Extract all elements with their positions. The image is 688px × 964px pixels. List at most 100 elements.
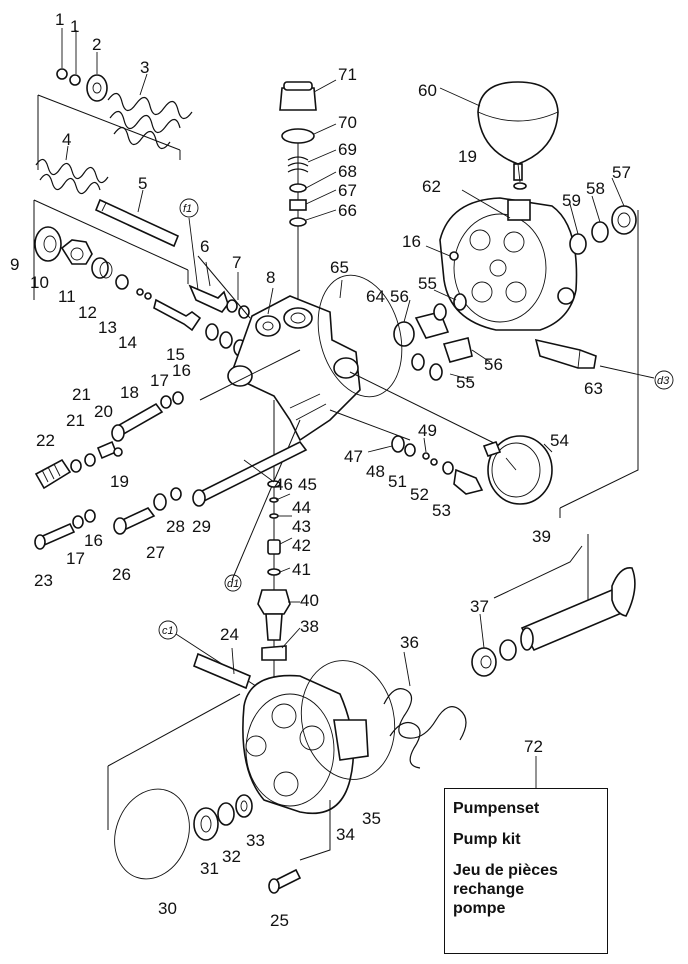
callout-17a: 17 — [150, 371, 169, 390]
callout-17b: 17 — [66, 549, 85, 568]
callout-57: 57 — [612, 163, 631, 182]
part-rod-5 — [94, 189, 180, 248]
part-spring-4 — [35, 145, 109, 195]
callout-23: 23 — [34, 571, 53, 590]
ref-d3: d3 — [657, 375, 670, 387]
part-ref-d1 — [224, 574, 242, 592]
callout-30: 30 — [158, 899, 177, 918]
part-seal-21 — [70, 453, 96, 473]
part-oring-19b — [513, 182, 527, 190]
callout-54: 54 — [550, 431, 569, 450]
callout-28: 28 — [166, 517, 185, 536]
callout-64: 64 — [366, 287, 385, 306]
part-screw-26 — [113, 507, 156, 535]
callout-6: 6 — [200, 237, 209, 256]
callout-39: 39 — [532, 527, 551, 546]
callout-53: 53 — [432, 501, 451, 520]
group-bracket-2 — [33, 199, 189, 300]
callout-9: 9 — [10, 255, 19, 274]
group-bracket-1 — [37, 94, 181, 170]
callout-1a: 1 — [55, 10, 64, 29]
callout-14: 14 — [118, 333, 137, 352]
callout-35: 35 — [362, 809, 381, 828]
callout-59: 59 — [562, 191, 581, 210]
part-ref-f1 — [179, 198, 199, 291]
part-valve-block-8 — [227, 287, 361, 442]
callout-1b: 1 — [70, 17, 79, 36]
callout-25: 25 — [270, 911, 289, 930]
callout-42: 42 — [292, 536, 311, 555]
part-nut-10 — [60, 239, 93, 265]
part-washer-17-16 — [160, 391, 184, 409]
part-accumulator-60 — [477, 81, 559, 181]
callout-44: 44 — [292, 498, 311, 517]
callout-5: 5 — [138, 174, 147, 193]
callout-19b: 19 — [458, 147, 477, 166]
callout-34: 34 — [336, 825, 355, 844]
callout-10: 10 — [30, 273, 49, 292]
part-pump-head-62 — [439, 197, 578, 331]
callout-21a: 21 — [72, 385, 91, 404]
part-spring-plate-2 — [86, 52, 108, 102]
callout-31: 31 — [200, 859, 219, 878]
part-seals-31-33 — [193, 794, 253, 841]
ref-c1: c1 — [162, 625, 174, 637]
part-piston-14 — [153, 298, 202, 332]
callout-24: 24 — [220, 625, 239, 644]
part-oring-7 — [226, 272, 250, 319]
callout-56b: 56 — [484, 355, 503, 374]
callout-15: 15 — [166, 345, 185, 364]
callout-26: 26 — [112, 565, 131, 584]
group-bracket-3 — [493, 534, 589, 600]
callout-45: 45 — [298, 475, 317, 494]
part-valve-stack — [257, 480, 291, 661]
part-pressure-gauge-54 — [482, 435, 553, 505]
callout-52: 52 — [410, 485, 429, 504]
part-oring-19 — [113, 447, 123, 457]
callout-70: 70 — [338, 113, 357, 132]
callout-29: 29 — [192, 517, 211, 536]
callout-11: 11 — [58, 287, 76, 306]
callout-3: 3 — [140, 58, 149, 77]
part-ref-d3 — [599, 365, 674, 390]
callout-58: 58 — [586, 179, 605, 198]
callout-32: 32 — [222, 847, 241, 866]
callout-62: 62 — [422, 177, 441, 196]
part-piston-39 — [520, 567, 636, 652]
callout-68: 68 — [338, 162, 357, 181]
callout-8: 8 — [266, 268, 275, 287]
kit-label-fr: Jeu de pièces rechange pompe — [453, 861, 599, 918]
callout-65: 65 — [330, 258, 349, 277]
part-nipple-20 — [96, 440, 118, 460]
part-seals-57-59 — [569, 205, 637, 255]
callout-33: 33 — [246, 831, 265, 850]
callout-69: 69 — [338, 140, 357, 159]
kit-label-de: Pumpenset — [453, 800, 540, 817]
callout-16b: 16 — [84, 531, 103, 550]
part-cylinder-34 — [242, 674, 369, 814]
callout-60: 60 — [418, 81, 437, 100]
callout-47: 47 — [344, 447, 363, 466]
callout-40: 40 — [300, 591, 319, 610]
part-cap-9 — [34, 226, 62, 262]
callout-20: 20 — [94, 402, 113, 421]
kit-label-fr-1: Jeu de pièces — [453, 862, 558, 879]
callout-51: 51 — [388, 472, 407, 491]
part-ring-12 — [115, 274, 129, 290]
callout-4: 4 — [62, 130, 71, 149]
callout-63: 63 — [584, 379, 603, 398]
part-screw-25 — [268, 868, 302, 894]
kit-label-fr-3: pompe — [453, 900, 506, 917]
callout-2: 2 — [92, 35, 101, 54]
callout-72: 72 — [524, 737, 543, 756]
callout-55a: 55 — [418, 274, 437, 293]
callout-22: 22 — [36, 431, 55, 450]
callout-16c: 16 — [402, 232, 421, 251]
callout-7: 7 — [232, 253, 241, 272]
callout-21b: 21 — [66, 411, 85, 430]
axis-line-3 — [199, 349, 301, 401]
callout-37: 37 — [470, 597, 489, 616]
callout-41: 41 — [292, 560, 311, 579]
part-washer-27-28 — [153, 487, 182, 511]
